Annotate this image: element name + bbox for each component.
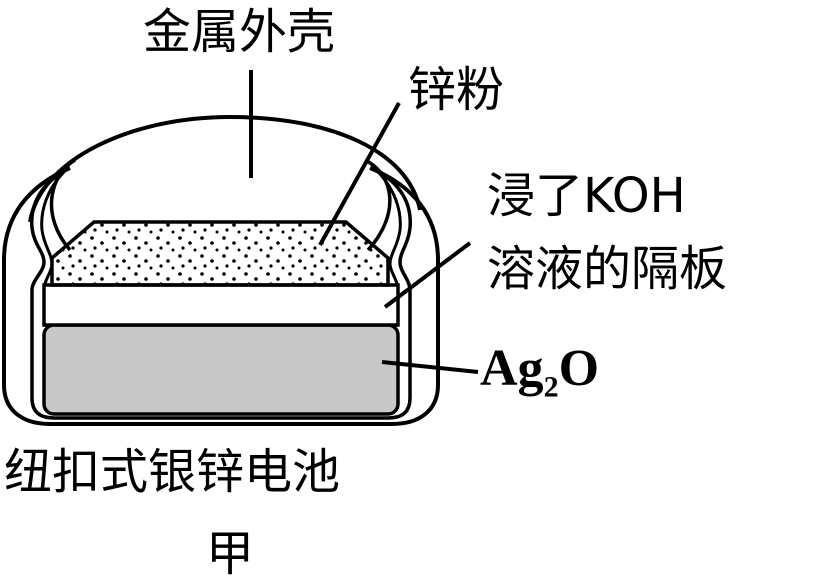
label-separator-line2: 溶液的隔板: [487, 241, 728, 297]
ag2o-layer: [42, 323, 400, 416]
label-zinc-powder: 锌粉: [408, 62, 505, 118]
separator-layer: [42, 283, 400, 327]
inner-can-2: [40, 170, 66, 291]
zinc-powder-layer: [50, 220, 390, 287]
lid-inner: [49, 158, 392, 252]
label-separator-line1: 浸了KOH: [487, 168, 686, 224]
outer-shell: [2, 166, 440, 426]
label-metal-shell: 金属外壳: [143, 4, 336, 60]
leader-separator: [383, 241, 472, 309]
lid-dome: [28, 114, 422, 223]
figure-id: 甲: [206, 526, 255, 582]
caption: 纽扣式银锌电池: [4, 444, 341, 500]
label-ag2o: Ag2O: [480, 340, 600, 404]
inner-can-3: [376, 170, 402, 291]
leader-ag2o: [381, 360, 479, 374]
inner-can: [30, 168, 412, 420]
leader-zinc: [318, 102, 401, 246]
